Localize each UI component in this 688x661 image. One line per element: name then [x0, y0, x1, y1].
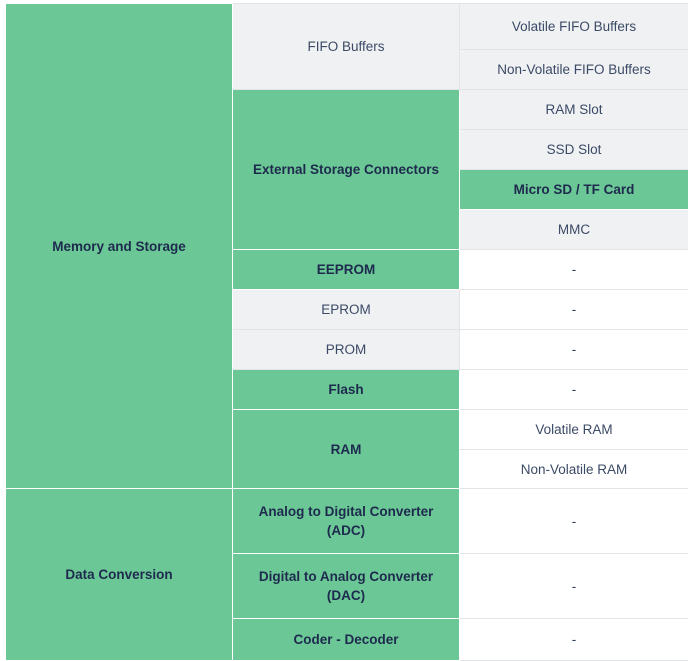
sub-component-cell: -	[460, 619, 688, 661]
sub-component-cell: Non-Volatile RAM	[460, 450, 688, 489]
component-cell: Digital to Analog Converter (DAC)	[233, 554, 460, 619]
component-cell: PROM	[233, 330, 460, 370]
component-cell: EEPROM	[233, 250, 460, 290]
category-cell: Data Conversion	[6, 489, 233, 661]
component-cell: Flash	[233, 370, 460, 410]
component-cell: Coder - Decoder	[233, 619, 460, 661]
sub-component-cell: -	[460, 330, 688, 370]
component-cell: FIFO Buffers	[233, 4, 460, 90]
sub-component-cell: MMC	[460, 210, 688, 250]
sub-component-cell: Micro SD / TF Card	[460, 170, 688, 210]
sub-component-cell: Volatile RAM	[460, 410, 688, 450]
sub-component-cell: -	[460, 290, 688, 330]
category-cell: Memory and Storage	[6, 4, 233, 489]
component-cell: EPROM	[233, 290, 460, 330]
sub-component-cell: -	[460, 370, 688, 410]
component-cell: RAM	[233, 410, 460, 489]
component-cell: Analog to Digital Converter (ADC)	[233, 489, 460, 554]
sub-component-cell: Volatile FIFO Buffers	[460, 4, 688, 50]
component-cell: External Storage Connectors	[233, 90, 460, 250]
sub-component-cell: SSD Slot	[460, 130, 688, 170]
sub-component-cell: -	[460, 489, 688, 554]
sub-component-cell: RAM Slot	[460, 90, 688, 130]
sub-component-cell: -	[460, 554, 688, 619]
sub-component-cell: Non-Volatile FIFO Buffers	[460, 50, 688, 90]
sub-component-cell: -	[460, 250, 688, 290]
